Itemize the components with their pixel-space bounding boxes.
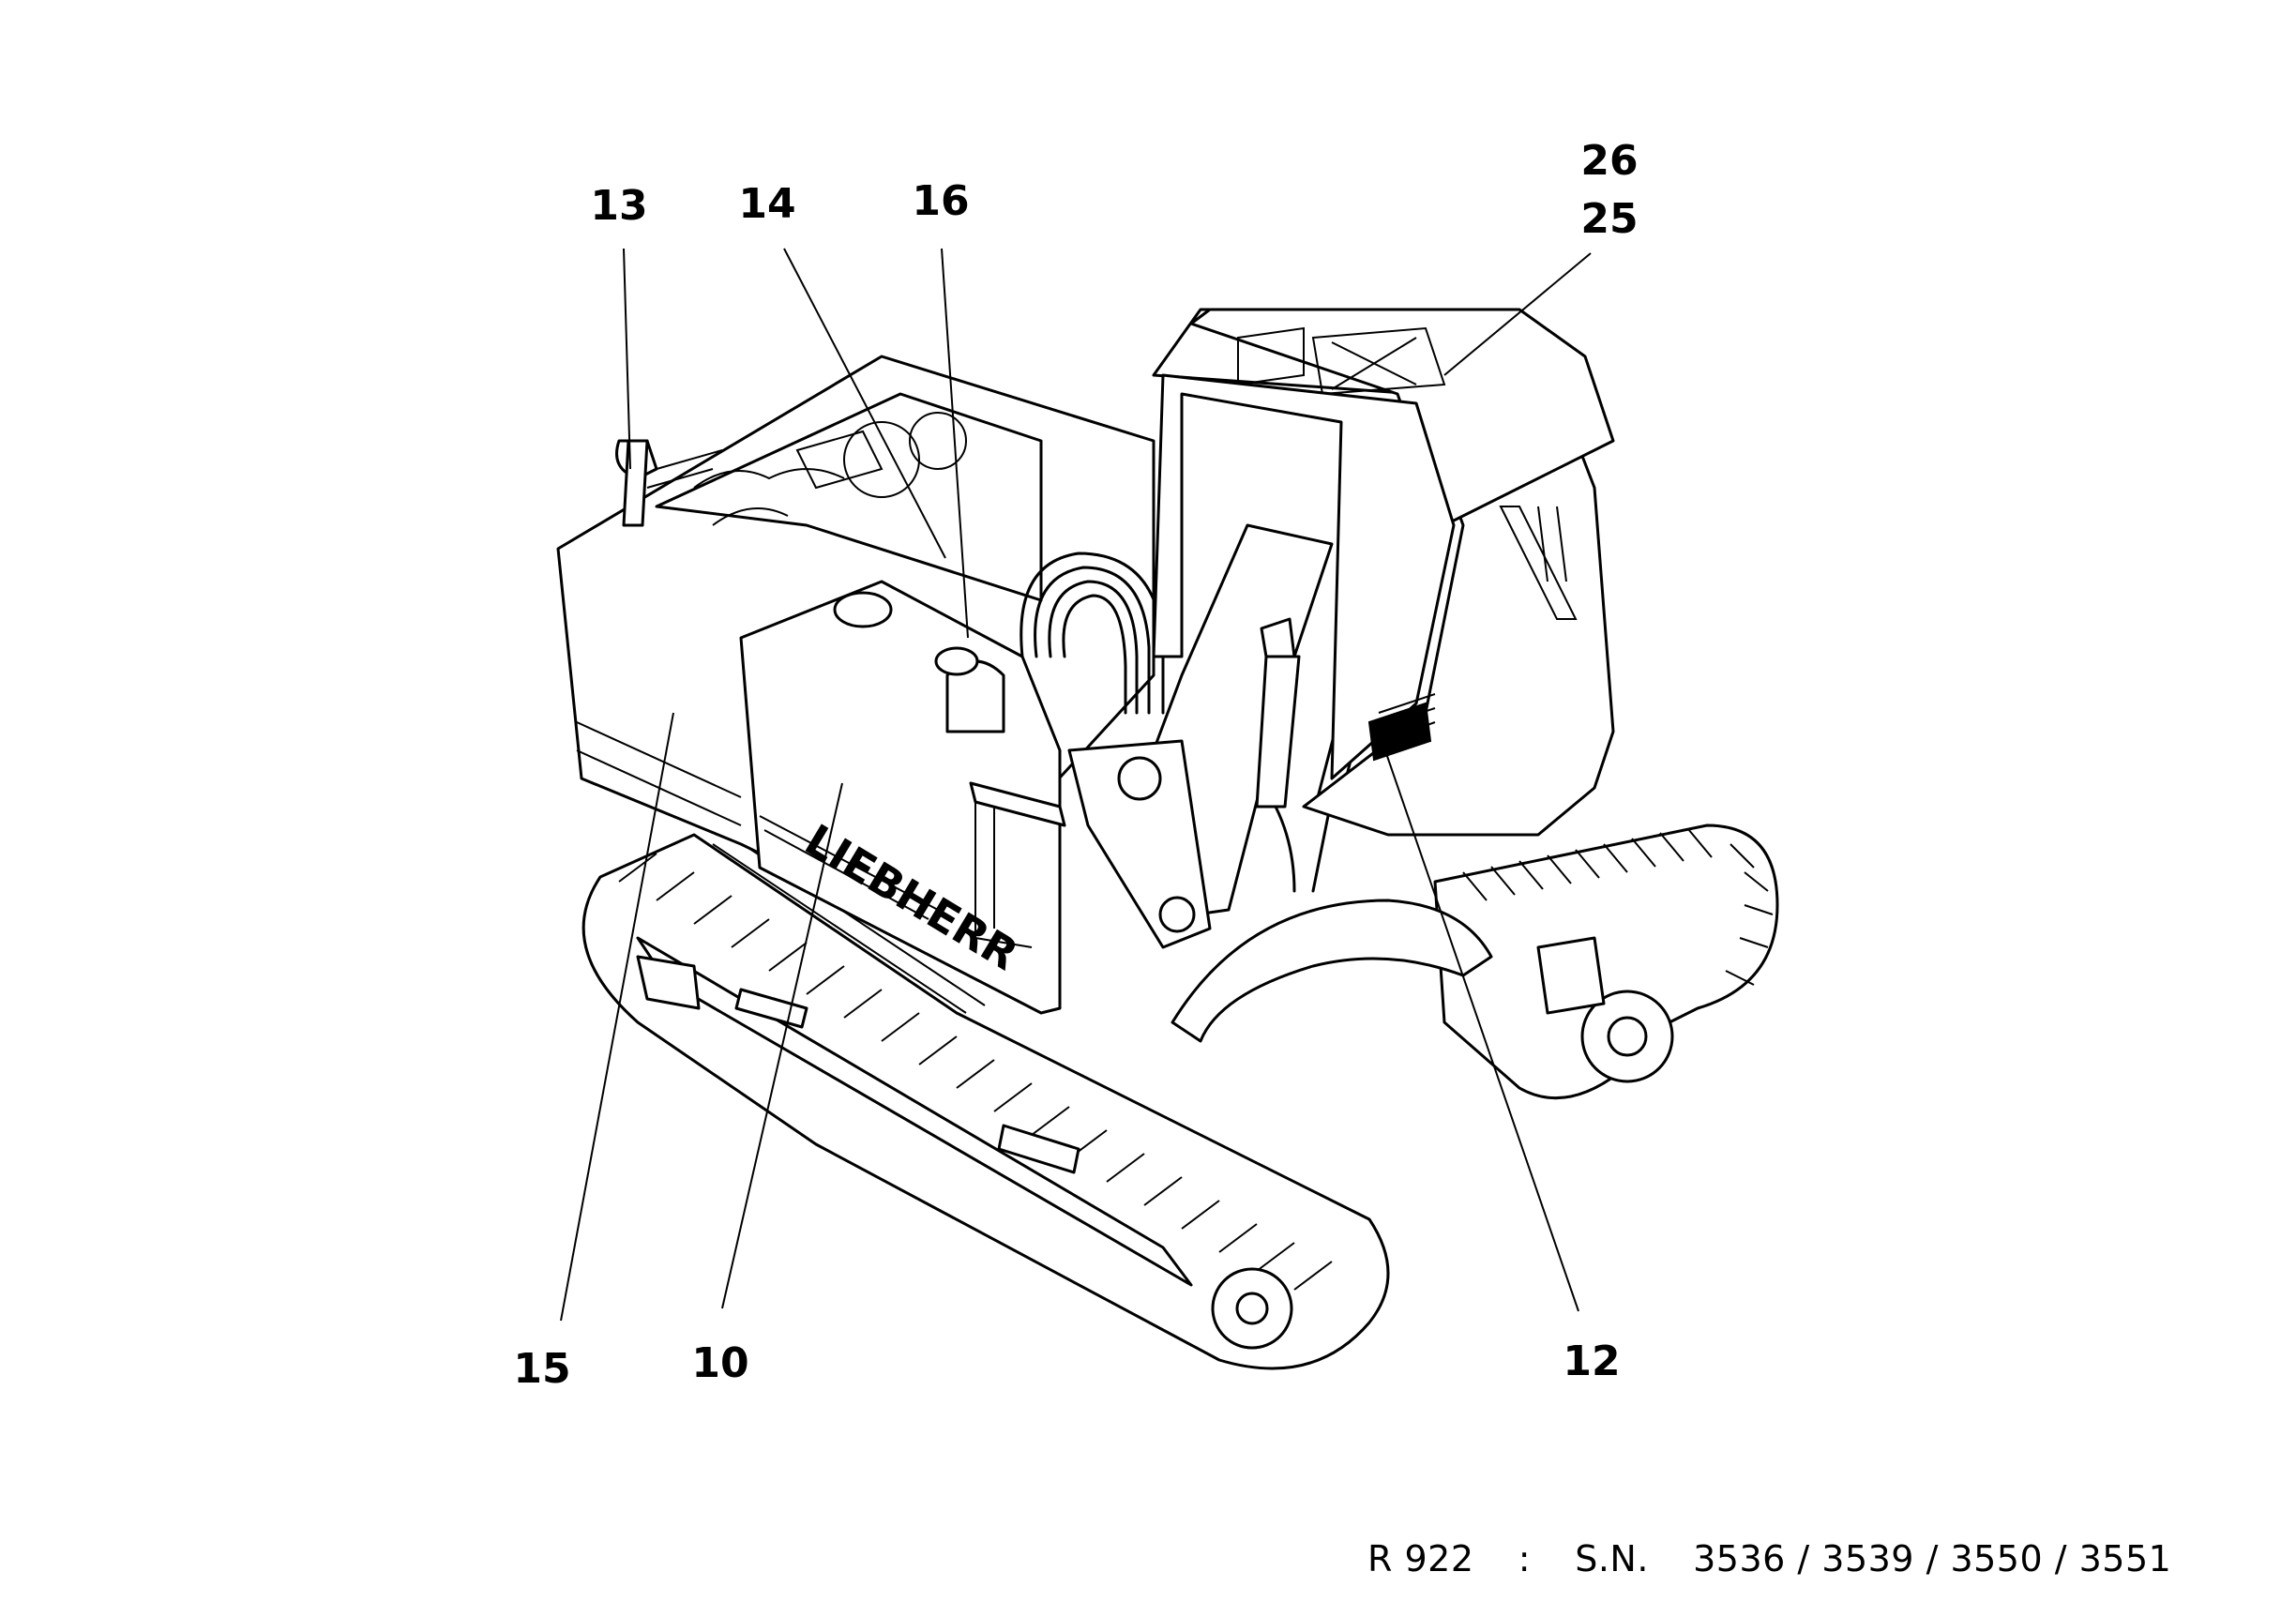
leader-13 xyxy=(623,248,631,470)
rear-crawler-track xyxy=(1433,824,1779,1100)
leader-14 xyxy=(783,248,946,559)
leader-26-25 xyxy=(1443,252,1592,376)
boom xyxy=(1067,523,1403,949)
callout-12: 12 xyxy=(1563,1337,1621,1385)
leader-10 xyxy=(721,782,843,1309)
operator-cab xyxy=(1152,308,1615,837)
callout-10: 10 xyxy=(691,1339,749,1387)
callout-13: 13 xyxy=(590,182,648,230)
caption-model: R 922 xyxy=(1367,1538,1474,1579)
front-crawler-track xyxy=(582,833,1390,1370)
callout-14: 14 xyxy=(738,180,796,228)
callout-26-25-stack: 26 25 xyxy=(1580,132,1638,249)
leader-16 xyxy=(941,248,969,639)
leader-15 xyxy=(560,712,674,1322)
callout-15: 15 xyxy=(513,1345,571,1393)
caption-sn-label: S.N. xyxy=(1575,1538,1649,1579)
callout-25: 25 xyxy=(1580,195,1639,243)
model-serial-caption: R 922 : S.N. 3536 / 3539 / 3550 / 3551 xyxy=(1367,1538,2171,1579)
leader-lines xyxy=(560,248,1592,1322)
leader-12 xyxy=(1378,731,1579,1312)
callout-26: 26 xyxy=(1580,137,1639,185)
callout-16: 16 xyxy=(912,177,970,225)
caption-serials: 3536 / 3539 / 3550 / 3551 xyxy=(1693,1538,2172,1579)
car-body xyxy=(1171,899,1493,1043)
caption-separator: : xyxy=(1518,1538,1532,1579)
